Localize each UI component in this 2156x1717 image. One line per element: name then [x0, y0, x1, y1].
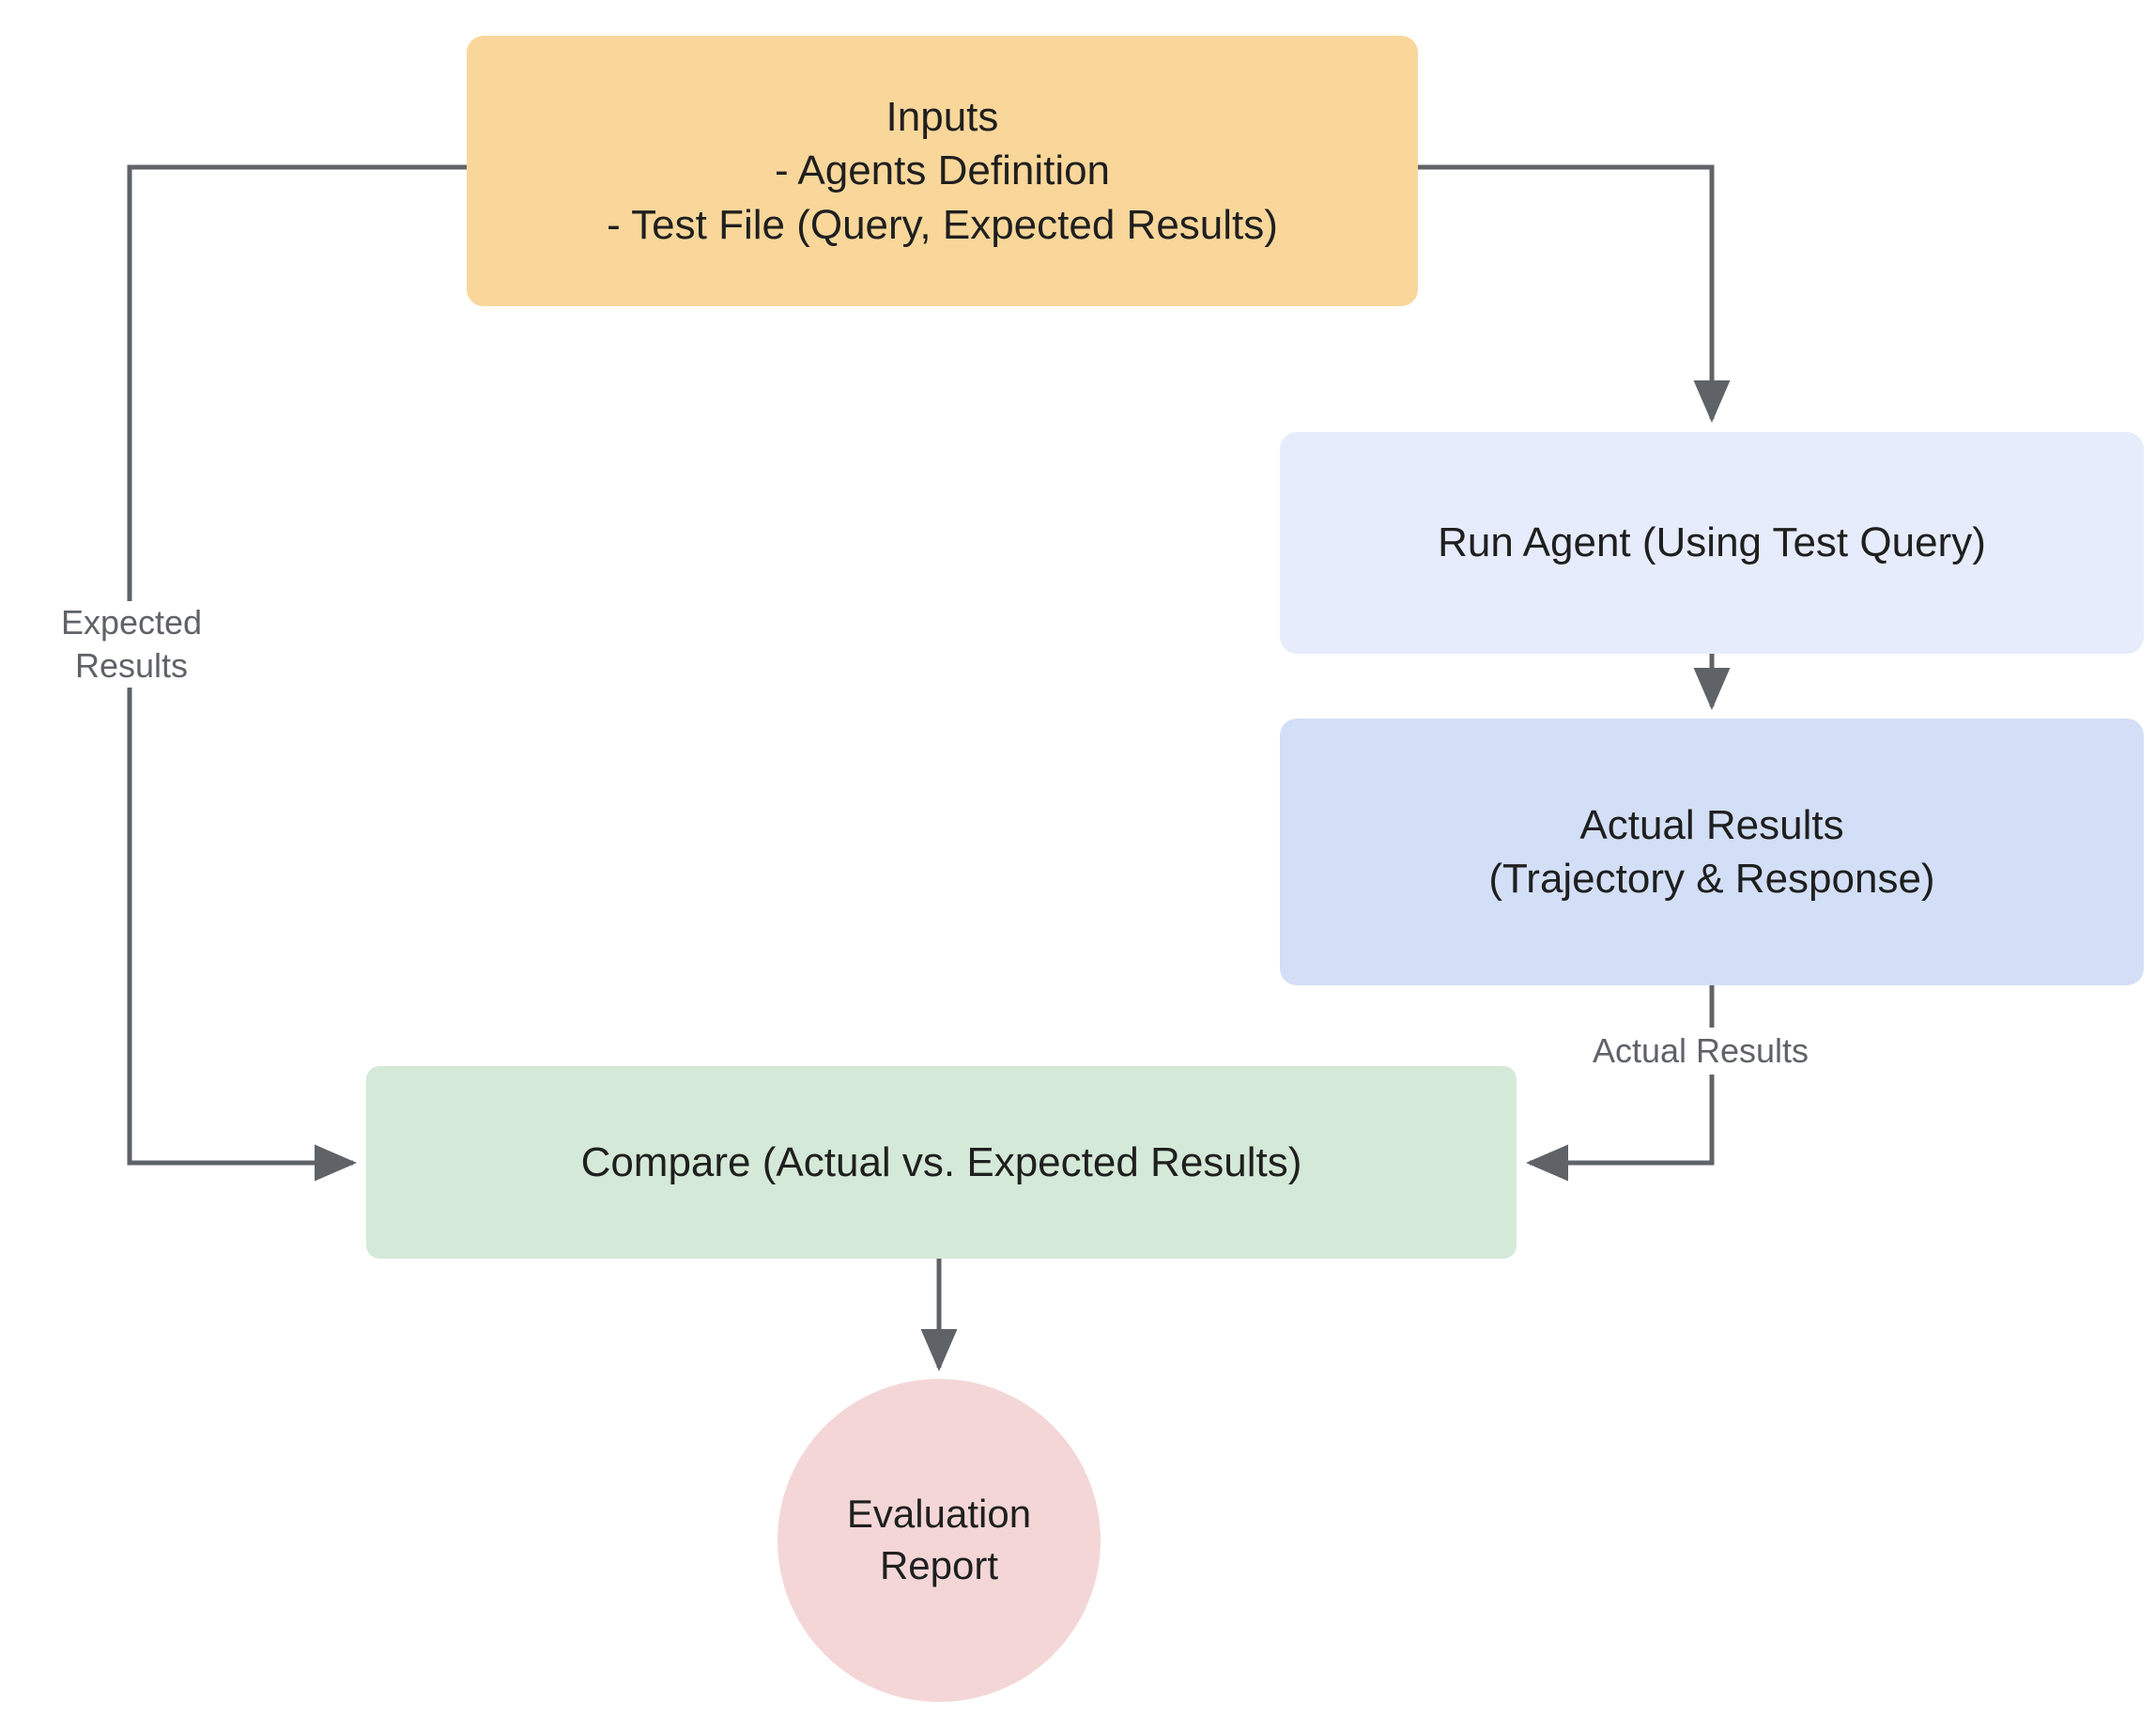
node-run-agent[interactable]: Run Agent (Using Test Query) [1280, 432, 2144, 654]
node-actual-results[interactable]: Actual Results (Trajectory & Response) [1280, 719, 2144, 985]
node-compare[interactable]: Compare (Actual vs. Expected Results) [366, 1066, 1517, 1259]
edge-label-expected-results: Expected Results [21, 601, 242, 688]
edge-label-actual-results: Actual Results [1566, 1028, 1835, 1075]
node-inputs[interactable]: Inputs - Agents Definition - Test File (… [467, 36, 1418, 306]
edge-inputs-to-run-agent [1418, 164, 1731, 424]
node-evaluation-report[interactable]: Evaluation Report [778, 1379, 1101, 1702]
